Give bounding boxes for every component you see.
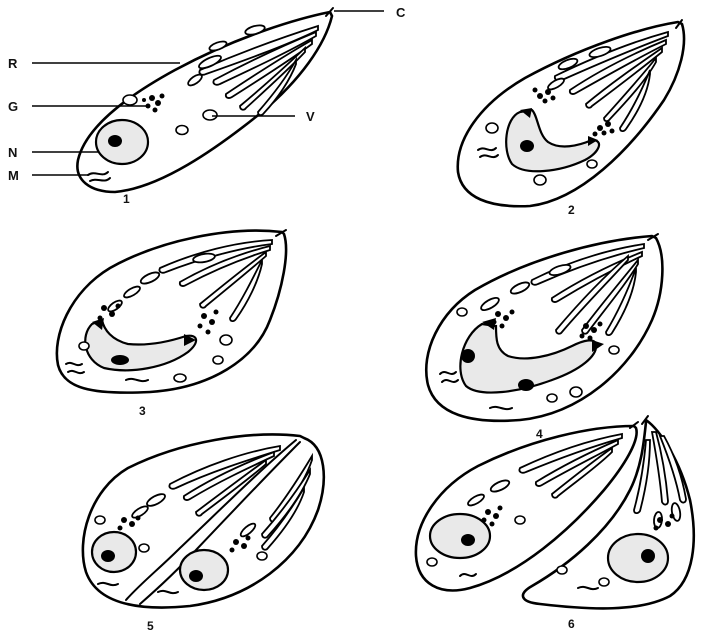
label-c: C [396, 5, 406, 20]
stage-number-6: 6 [568, 617, 575, 631]
vacuole-5c [95, 516, 105, 524]
vacuole-3a [79, 342, 89, 350]
vacuole-3b [174, 374, 186, 382]
label-n: N [8, 145, 17, 160]
nucleolus-4a [461, 349, 475, 363]
vacuole-2c [587, 160, 597, 168]
stage-number-4: 4 [536, 427, 543, 441]
stage-number-2: 2 [568, 203, 575, 217]
nucleolus-6a [461, 534, 475, 546]
vacuole-4d [547, 394, 557, 402]
label-g: G [8, 99, 18, 114]
nucleolus-1 [108, 135, 122, 147]
nucleus-5b [180, 550, 228, 590]
vacuole-1b [176, 126, 188, 135]
vacuole-6c [599, 578, 609, 586]
label-m: M [8, 168, 19, 183]
vacuole-6a [427, 558, 437, 566]
nucleus-5a [92, 532, 136, 572]
nucleolus-5b [189, 570, 203, 582]
vacuole-3c [220, 335, 232, 345]
cell-stage-3 [57, 230, 286, 393]
stage-number-1: 1 [123, 192, 130, 206]
vacuole-3d [213, 356, 223, 364]
vacuole-4a [457, 308, 467, 316]
cell-stage-5 [83, 434, 324, 607]
label-r: R [8, 56, 18, 71]
nucleus-6a [430, 514, 490, 558]
nucleolus-5a [101, 550, 115, 562]
vacuole-6b [515, 516, 525, 524]
vacuole-6d [557, 566, 567, 574]
vacuole-2b [534, 175, 546, 185]
nucleus-6b [608, 534, 668, 582]
vacuole-4c [570, 387, 582, 397]
vacuole-5b [257, 552, 267, 560]
nucleolus-4b [518, 379, 534, 391]
cell-stage-1 [77, 8, 333, 192]
vacuole-5a [139, 544, 149, 552]
nucleolus-3 [111, 355, 129, 365]
cell-stage-4 [426, 234, 662, 421]
stage-number-3: 3 [139, 404, 146, 418]
stage-number-5: 5 [147, 619, 154, 633]
vacuole-4b [609, 346, 619, 354]
vacuole-1c [203, 110, 217, 120]
label-v: V [306, 109, 315, 124]
vacuole-1a [123, 95, 137, 105]
cell-stage-2 [458, 20, 684, 206]
nucleus-1 [96, 120, 148, 164]
cell-stage-6 [416, 416, 694, 608]
nucleolus-6b [641, 549, 655, 563]
vacuole-2a [486, 123, 498, 133]
nucleolus-2 [520, 140, 534, 152]
